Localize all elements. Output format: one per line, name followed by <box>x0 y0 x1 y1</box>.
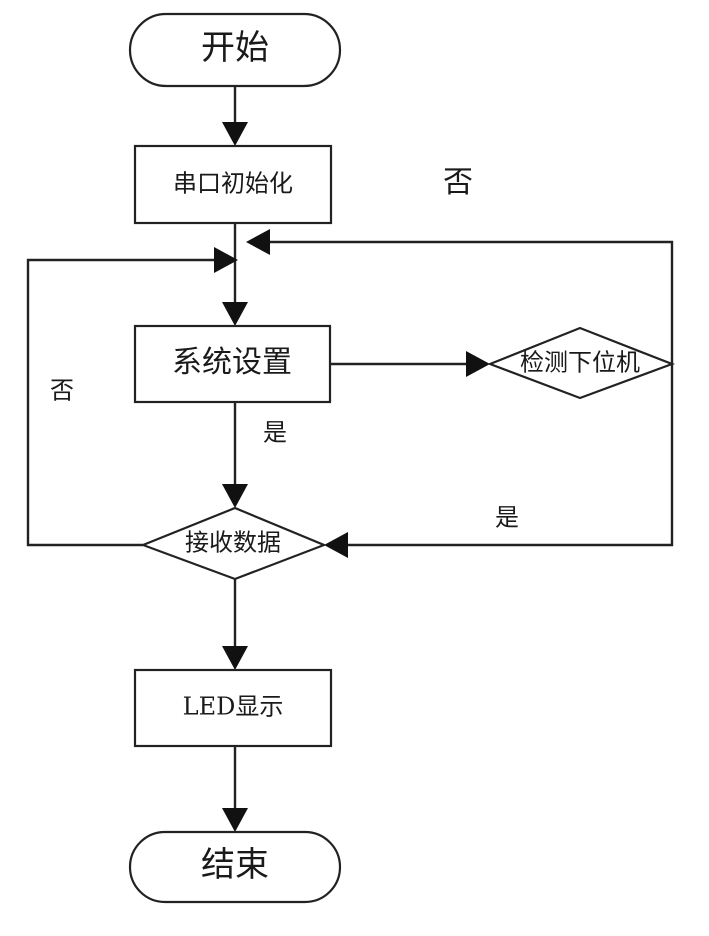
system-settings-label: 系统设置 <box>172 345 292 380</box>
led-display-label: LED显示 <box>183 693 284 721</box>
end-terminal <box>128 830 342 904</box>
arrowhead-into-settings <box>222 302 248 326</box>
end-label: 结束 <box>201 845 269 885</box>
edge-label-yes-center: 是 <box>263 419 287 447</box>
receive-data-decision <box>139 506 327 581</box>
arrowhead-loop-detect-no <box>246 229 270 255</box>
edge-label-yes-right: 是 <box>495 504 519 532</box>
flow-line-detect-yes <box>348 364 674 547</box>
arrowhead-into-detect <box>466 351 490 377</box>
detect-slave-label: 检测下位机 <box>520 349 640 377</box>
arrowhead-into-led <box>222 646 248 670</box>
serial-init-process <box>133 144 333 225</box>
loop-line-receive-no <box>26 258 214 547</box>
led-display-process <box>133 668 333 748</box>
arrowhead-into-end <box>222 808 248 832</box>
serial-init-label: 串口初始化 <box>173 170 293 198</box>
start-label: 开始 <box>201 28 269 68</box>
arrowhead-into-receive <box>222 484 248 508</box>
edge-label-no-top: 否 <box>443 165 473 200</box>
loop-line-detect-no <box>270 240 674 364</box>
arrowhead-loop-receive-no <box>214 247 238 273</box>
arrowhead-detect-yes <box>324 532 348 558</box>
system-settings-process <box>133 324 332 404</box>
arrowhead-start-to-init <box>222 122 248 146</box>
receive-data-label: 接收数据 <box>185 529 281 557</box>
edge-label-no-left: 否 <box>50 377 74 405</box>
